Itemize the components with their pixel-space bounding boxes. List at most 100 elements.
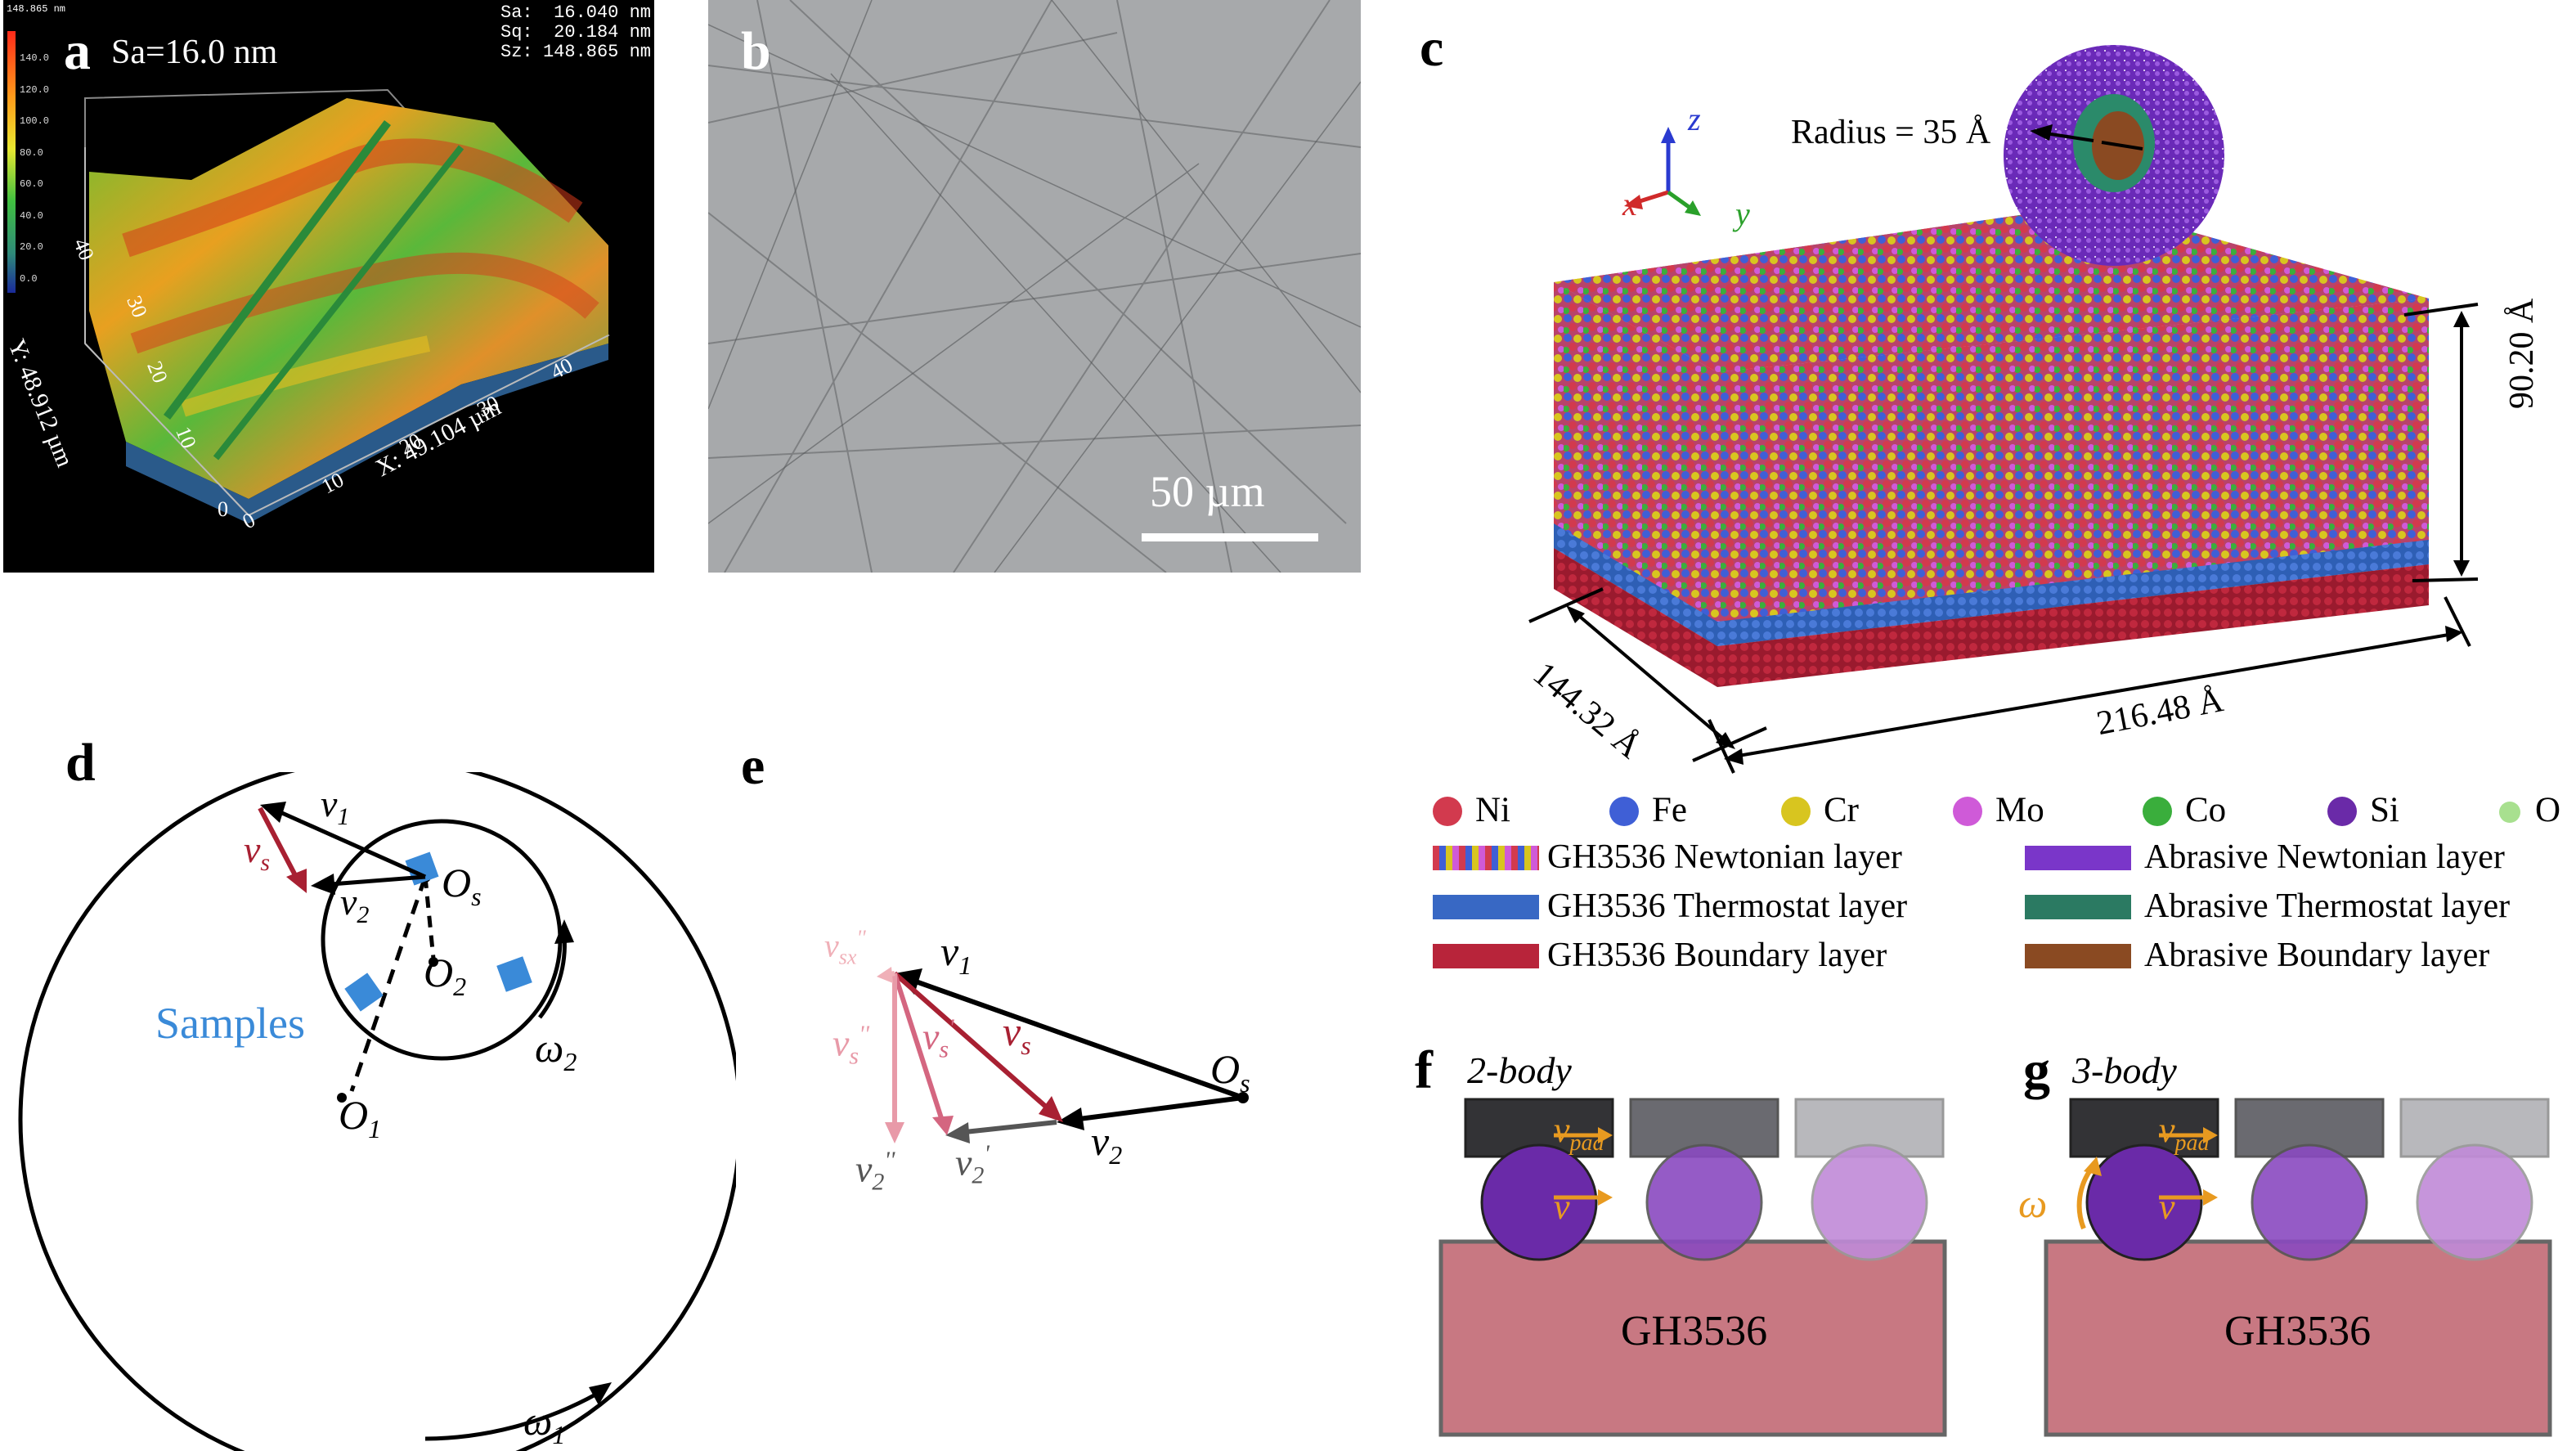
particle-g-2 [2251, 1143, 2368, 1261]
label-gh-boundary: GH3536 Boundary layer [1547, 937, 1887, 974]
label-o2-d: O2 [424, 950, 467, 1001]
v1-vector [914, 979, 1245, 1100]
label-w2-d: ω2 [535, 1025, 577, 1076]
particle-f-2 [1645, 1143, 1763, 1261]
panel-label-b: b [741, 21, 771, 81]
substrate-g [2044, 1239, 2552, 1437]
panel-label-a: a [64, 21, 91, 81]
omega2-arc [538, 935, 567, 1019]
label-w1-d: ω1 [523, 1398, 566, 1449]
y-tick-0: 0 [218, 497, 228, 521]
plate-circle [18, 772, 736, 1451]
atom-label-ni: Ni [1475, 791, 1510, 829]
atom-swatch-o [2499, 802, 2520, 823]
panel-label-d: d [65, 733, 96, 793]
particle-f-3 [1811, 1143, 1928, 1261]
slab-top-face [1554, 204, 2429, 372]
vs-vector [893, 971, 1048, 1110]
samples-label: Samples [155, 999, 305, 1048]
panel-label-c: c [1420, 18, 1444, 78]
atom-label-mo: Mo [1995, 791, 2044, 829]
micrograph-texture [708, 0, 1361, 573]
label-abr-boundary: Abrasive Boundary layer [2144, 937, 2490, 974]
substrate-label-f: GH3536 [1621, 1308, 1768, 1354]
atom-label-fe: Fe [1652, 791, 1687, 829]
vs-arrow [258, 806, 298, 878]
v1-arrow [280, 811, 427, 879]
atom-swatch-si [2327, 797, 2357, 826]
v2-vector [1079, 1095, 1244, 1121]
omega-arc-g [2076, 1166, 2094, 1230]
scale-bar-label: 50 µm [1150, 467, 1265, 516]
label-vpad-f: vpad [1554, 1110, 1604, 1156]
label-v2-p-e: v2' [955, 1140, 990, 1189]
axis-y-label: y [1735, 195, 1750, 232]
swatch-gh-thermostat [1433, 895, 1539, 919]
carrier-circle [321, 819, 563, 1061]
particle-f-1 [1480, 1143, 1598, 1261]
particle-g-1 [2085, 1143, 2203, 1261]
atom-label-o: O [2535, 791, 2561, 829]
scale-bar [1142, 533, 1318, 541]
v2p-vector [964, 1120, 1057, 1134]
label-os-d: Os [442, 860, 482, 911]
label-v2-d: v2 [340, 881, 370, 929]
sa-title: Sa=16.0 nm [111, 34, 278, 71]
axis-x-label: x [1622, 186, 1637, 222]
slab-side-face [1717, 299, 2429, 646]
axis-z-label: z [1688, 101, 1701, 137]
label-v2-e: v2 [1091, 1118, 1123, 1170]
label-vpad-g: vpad [2159, 1110, 2210, 1156]
label-v-g: v [2159, 1187, 2175, 1227]
label-os-e: Os [1210, 1046, 1250, 1098]
panel-f-title: 2-body [1467, 1049, 1572, 1091]
atom-label-si: Si [2370, 791, 2399, 829]
label-vs-d: vs [244, 829, 271, 877]
atom-swatch-co [2143, 797, 2172, 826]
atom-swatch-fe [1609, 797, 1639, 826]
swatch-gh-boundary [1433, 944, 1539, 968]
surface-3d-plot [7, 31, 610, 523]
radius-label: Radius = 35 Å [1791, 114, 1991, 151]
colorbar-top-label: 148.865 nm [7, 3, 66, 15]
label-omega-g: ω [2018, 1180, 2048, 1226]
panel-label-g: g [2023, 1040, 2050, 1100]
atom-swatch-ni [1433, 797, 1462, 826]
panel-b: b 50 µm [708, 0, 1361, 573]
slab-thermostat-band [1554, 523, 2429, 646]
label-v1-e: v1 [940, 928, 972, 980]
colorbar [7, 31, 16, 293]
panel-label-f: f [1415, 1040, 1433, 1100]
atom-label-co: Co [2185, 791, 2227, 829]
label-vs-e: vs [1003, 1009, 1031, 1060]
slab-boundary-band [1554, 548, 2429, 687]
sample-square-3 [496, 956, 532, 992]
atom-label-cr: Cr [1824, 791, 1859, 829]
label-abr-thermostat: Abrasive Thermostat layer [2144, 887, 2511, 925]
substrate-label-g: GH3536 [2224, 1308, 2372, 1354]
label-o1-d: O1 [339, 1092, 382, 1143]
panel-g-title: 3-body [2072, 1049, 2177, 1091]
swatch-gh-newtonian [1433, 846, 1539, 870]
label-v2-pp-e: v2'' [855, 1147, 895, 1196]
panel-label-e: e [741, 736, 765, 796]
two-body-schematic [1438, 1098, 1947, 1437]
label-vsx-pp-e: vsx'' [824, 926, 866, 969]
sample-square-2 [344, 973, 384, 1012]
atom-swatch-mo [1953, 797, 1982, 826]
md-model [1528, 45, 2479, 774]
stats-labels: Sa:Sq:Sz: [500, 2, 533, 62]
vsp-vector [892, 973, 945, 1121]
pad-f-1 [1464, 1098, 1614, 1158]
three-body-schematic [2044, 1098, 2552, 1437]
atom-swatch-cr [1781, 797, 1811, 826]
label-gh-thermostat: GH3536 Thermostat layer [1547, 887, 1908, 925]
particle-g-3 [2416, 1143, 2533, 1261]
label-abr-newtonian: Abrasive Newtonian layer [2144, 838, 2505, 876]
label-v1-d: v1 [321, 783, 350, 831]
swatch-abr-newtonian [2025, 846, 2131, 870]
height-dim-label: 90.20 Å [2503, 298, 2541, 409]
